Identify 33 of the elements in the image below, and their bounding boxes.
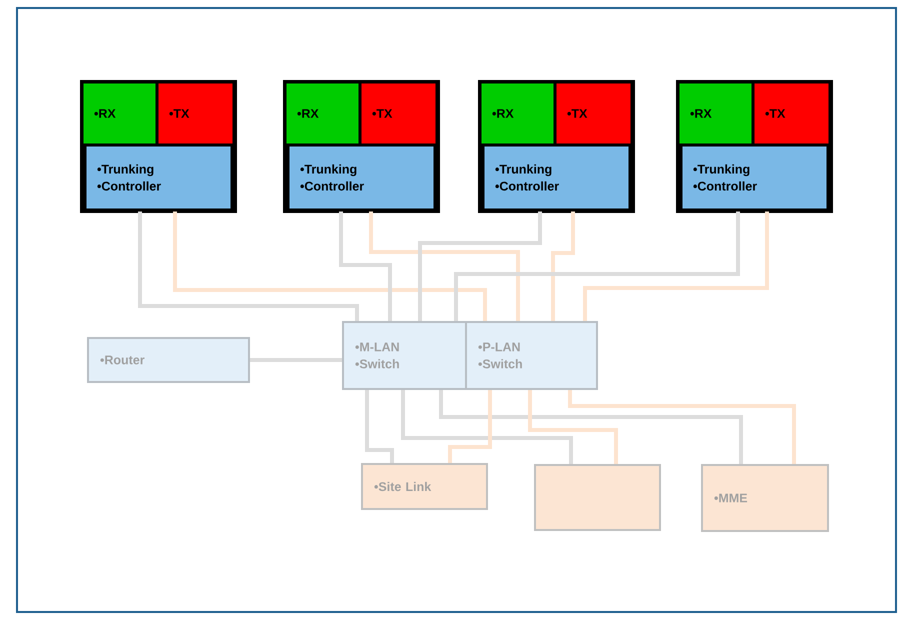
device-box: •MME [701,464,829,532]
connector-line [138,212,359,321]
connector-line [454,212,740,321]
switch-box: •M-LAN •Switch [342,321,467,390]
connector-line [448,390,492,463]
connector-line [528,390,618,464]
rx-box: •RX [284,80,362,146]
connector-line [439,390,743,464]
switch-box: •Router [87,337,250,383]
connector-line [418,212,542,321]
controller-box: •Trunking •Controller [84,144,234,212]
tx-box: •TX [156,80,236,146]
connector-line [583,212,769,321]
device-box: •Site Link [361,463,488,510]
tx-box: •TX [752,80,832,146]
connector-line [369,212,520,321]
connector-line [173,212,487,321]
rx-box: •RX [676,80,754,146]
switch-box: •P-LAN •Switch [465,321,598,390]
controller-box: •Trunking •Controller [680,144,830,212]
controller-box: •Trunking •Controller [286,144,436,212]
rx-box: •RX [478,80,556,146]
connector-line [339,212,392,321]
device-box [534,464,661,531]
connector-line [568,390,796,464]
tx-box: •TX [554,80,634,146]
connector-line [250,358,342,362]
connector-line [401,390,573,464]
rx-box: •RX [80,80,158,146]
connector-line [365,390,394,463]
controller-box: •Trunking •Controller [482,144,632,212]
connector-line [551,212,575,321]
tx-box: •TX [358,80,438,146]
